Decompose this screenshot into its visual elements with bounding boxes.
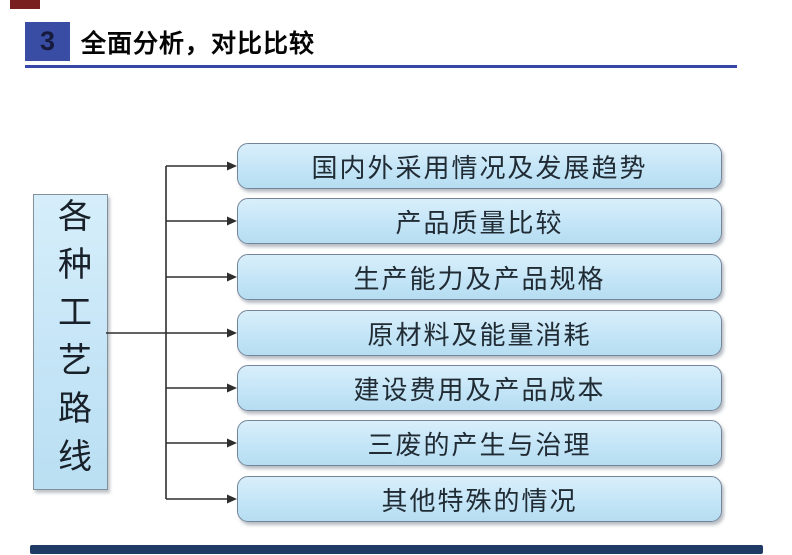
section-number: 3	[39, 26, 56, 56]
arrow-right-icon	[227, 383, 237, 393]
comparison-box: 其他特殊的情况	[237, 476, 722, 522]
arrow-right-icon	[227, 216, 237, 226]
comparison-box: 生产能力及产品规格	[237, 254, 722, 300]
page-title: 全面分析，对比比较	[81, 29, 316, 58]
comparison-box-label: 原材料及能量消耗	[367, 320, 592, 350]
source-box-label: 各种工艺路线	[52, 198, 90, 486]
header-divider-rule	[25, 65, 737, 68]
comparison-box: 国内外采用情况及发展趋势	[237, 143, 722, 189]
comparison-box-label: 三废的产生与治理	[367, 430, 592, 460]
slide-footer-bar	[30, 545, 763, 554]
arrow-right-icon	[227, 328, 237, 338]
arrow-right-icon	[227, 438, 237, 448]
comparison-box-label: 国内外采用情况及发展趋势	[311, 153, 648, 183]
comparison-box: 建设费用及产品成本	[237, 365, 722, 411]
arrow-right-icon	[227, 272, 237, 282]
comparison-box-label: 其他特殊的情况	[381, 486, 578, 516]
arrow-right-icon	[227, 494, 237, 504]
comparison-box-label: 生产能力及产品规格	[353, 264, 606, 294]
slide-top-accent-mark	[10, 0, 40, 9]
arrow-right-icon	[227, 161, 237, 171]
comparison-box: 原材料及能量消耗	[237, 310, 722, 356]
comparison-box: 产品质量比较	[237, 198, 722, 244]
comparison-box-label: 产品质量比较	[395, 208, 564, 238]
source-box: 各种工艺路线	[33, 194, 108, 490]
comparison-box: 三废的产生与治理	[237, 420, 722, 466]
section-number-badge: 3	[25, 22, 70, 61]
comparison-box-label: 建设费用及产品成本	[353, 375, 606, 405]
